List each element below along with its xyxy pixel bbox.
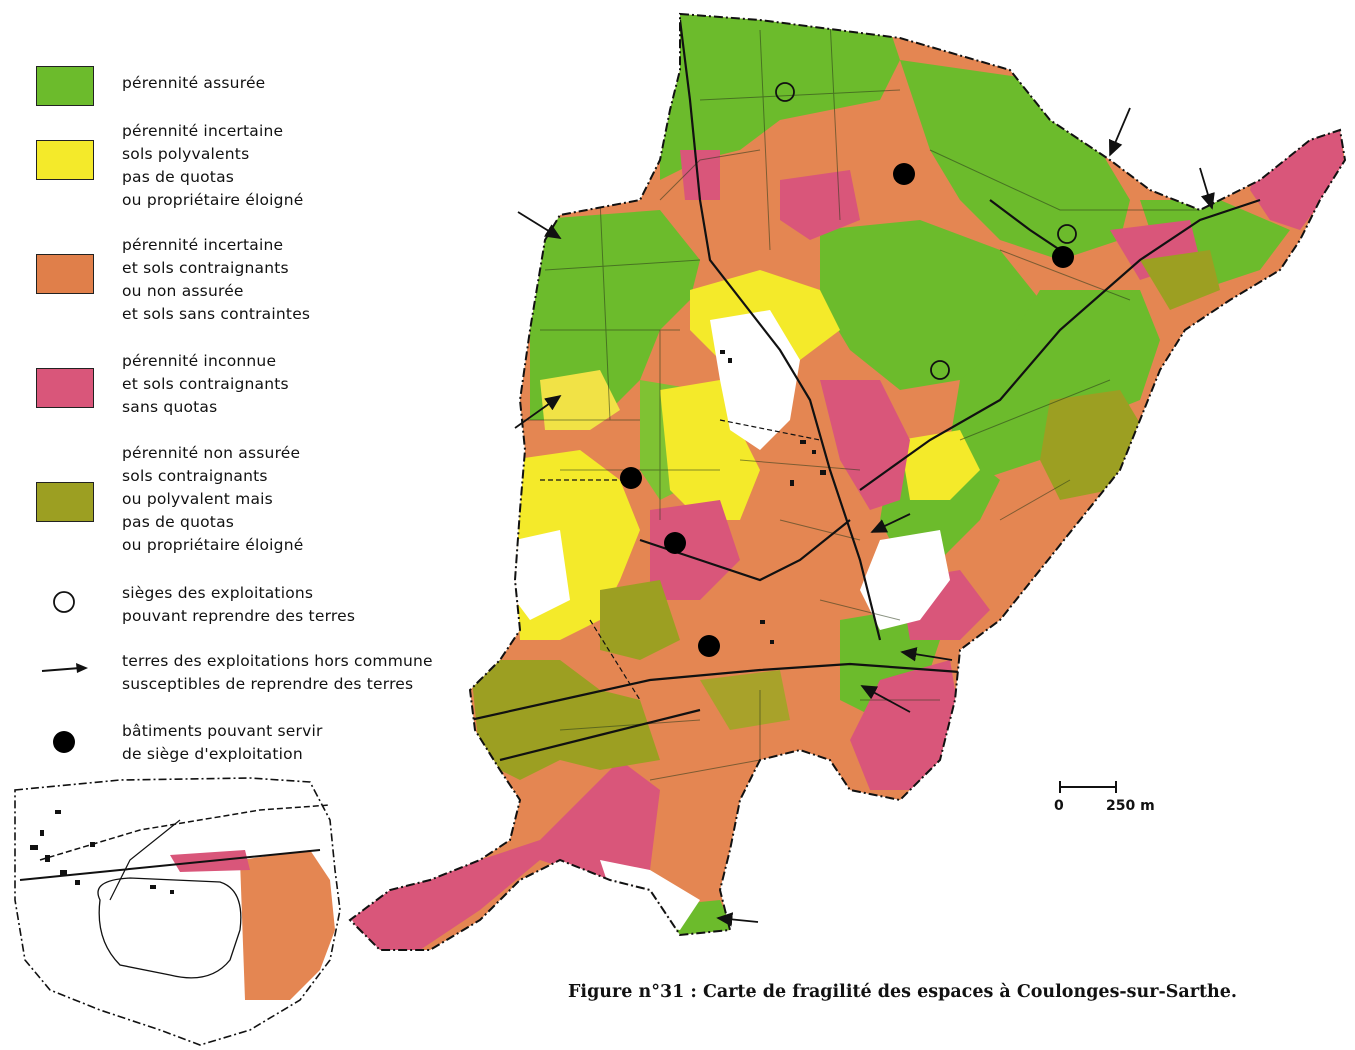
- zone-pink-north: [780, 170, 860, 240]
- zone-green-forest: [950, 290, 1160, 480]
- legend-swatch: [36, 368, 94, 408]
- legend-swatch: [36, 140, 94, 180]
- scale-bar: 0 250 m: [1030, 778, 1190, 828]
- filled-circle-icon: [664, 532, 686, 554]
- open-circle-icon: [775, 82, 795, 102]
- figure-caption: Figure n°31 : Carte de fragilité des esp…: [568, 982, 1237, 1002]
- zone-white-east: [860, 530, 950, 630]
- legend-label: pérennité incertaine et sols contraignan…: [122, 236, 311, 323]
- arrow-icon: [860, 685, 911, 713]
- scale-line: [1059, 781, 1117, 793]
- open-circle-icon: [53, 591, 75, 613]
- commune-boundary: [348, 12, 1347, 951]
- filled-circle-icon: [698, 635, 720, 657]
- zone-olive-northeast: [1140, 250, 1220, 310]
- arrow-icon: [41, 663, 88, 673]
- legend-label: bâtiments pouvant servir de siège d'expl…: [122, 722, 323, 763]
- legend-label: pérennité incertaine sols polyvalents pa…: [122, 122, 304, 209]
- zone-olive-southwest: [470, 660, 660, 780]
- zone-pink-center: [820, 380, 910, 510]
- arrow-icon: [716, 912, 759, 927]
- legend-label: pérennité assurée: [122, 74, 266, 92]
- arrow-icon: [1109, 107, 1131, 157]
- zone-olive-southcenter: [600, 580, 680, 660]
- arrow-icon: [517, 211, 562, 239]
- arrow-icon: [870, 513, 911, 533]
- inset-map: [14, 777, 341, 1046]
- arrow-icon: [1199, 167, 1215, 210]
- zone-olive-mid: [700, 670, 790, 730]
- legend-swatch: [36, 482, 94, 522]
- zone-green-north: [660, 14, 900, 180]
- zone-yellow-west2: [540, 370, 620, 430]
- zone-white-west: [515, 530, 570, 620]
- zone-pink-tail: [350, 760, 660, 950]
- open-circle-icon: [930, 360, 950, 380]
- legend-label: terres des exploitations hors commune su…: [122, 652, 433, 693]
- arrow-icon: [900, 647, 953, 662]
- legend-label: pérennité non assurée sols contraignants…: [122, 444, 304, 554]
- scale-zero-label: 0: [1054, 798, 1064, 814]
- legend-label: sièges des exploitations pouvant reprend…: [122, 584, 356, 625]
- legend-label: pérennité inconnue et sols contraignants…: [122, 352, 289, 416]
- zone-yellow-center2: [660, 380, 760, 520]
- legend-swatch: [36, 66, 94, 106]
- zone-green-central: [820, 220, 1040, 390]
- scale-distance-label: 250 m: [1106, 798, 1155, 814]
- zone-pink-northwest: [680, 150, 720, 200]
- open-circle-icon: [1057, 224, 1077, 244]
- arrow-icon: [514, 394, 562, 429]
- filled-circle-icon: [620, 467, 642, 489]
- filled-circle-icon: [1052, 246, 1074, 268]
- zone-pink-westcenter: [650, 500, 740, 600]
- filled-circle-icon: [53, 731, 75, 753]
- legend-swatch: [36, 254, 94, 294]
- filled-circle-icon: [893, 163, 915, 185]
